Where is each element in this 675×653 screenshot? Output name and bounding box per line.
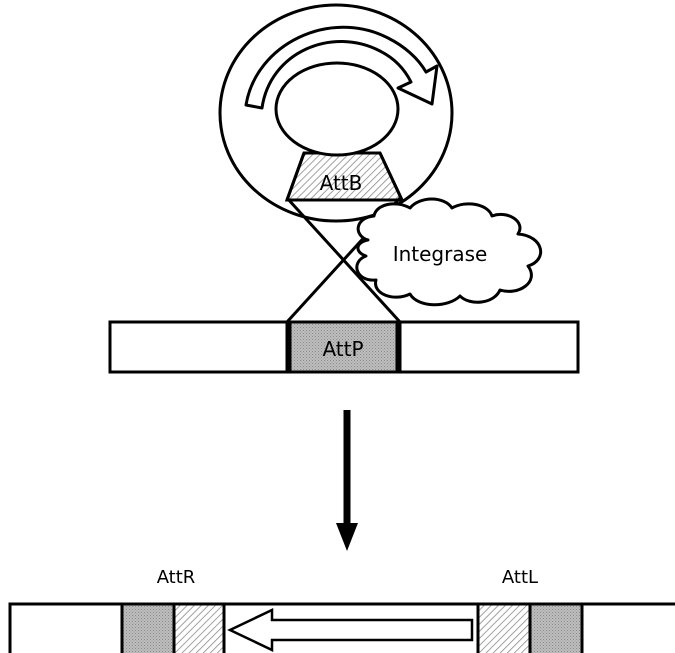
plasmid-inner-ring (276, 63, 398, 155)
attl-attb-half (478, 604, 530, 653)
chromosome-top: AttP (110, 322, 578, 372)
attr-attb-half (174, 604, 224, 653)
integrase-label: Integrase (393, 242, 488, 266)
plasmid: AttB (220, 5, 452, 221)
attp-label: AttP (322, 337, 363, 361)
attl-attp-half (530, 604, 582, 653)
chromosome-integrated (10, 604, 675, 653)
attb-label: AttB (320, 171, 363, 195)
attr-label: AttR (157, 567, 196, 588)
attl-label: AttL (502, 567, 538, 588)
reaction-arrow (336, 410, 358, 551)
attr-attp-half (122, 604, 174, 653)
integrase-cloud: Integrase (357, 199, 541, 305)
